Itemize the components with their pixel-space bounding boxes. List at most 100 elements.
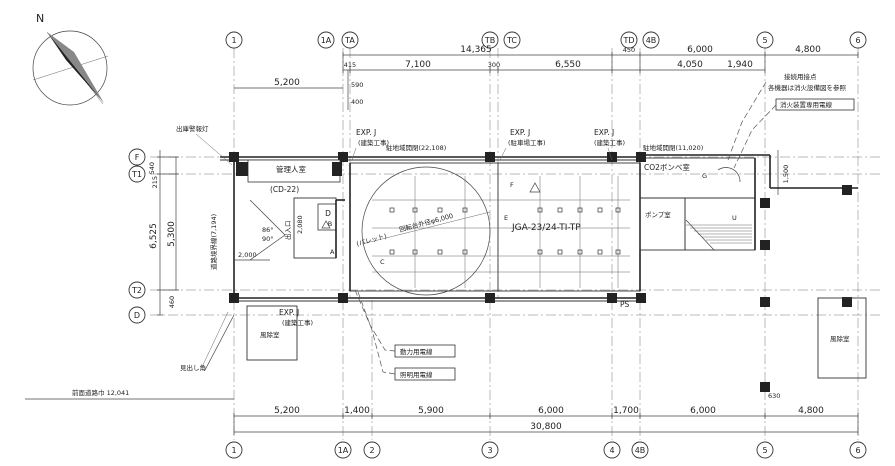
dim-540: 540 [148,162,156,174]
notes-top-right: 接続用接点 各機器は消火設備図を参照 消火装置専用電線 [727,72,855,169]
pallet-marker [577,207,583,213]
exp-j-3-sub: (建築工事) [594,138,625,147]
dim-1700: 1,700 [613,406,639,416]
mark-b: B [328,220,332,228]
pallet-marker [462,249,468,255]
dimensions-top: 14,365 415 7,100 300 6,550 450 6,000 4,8… [234,45,859,110]
mark-c: C [380,258,385,266]
grid-label: 3 [487,446,492,455]
grid-label: 1 [231,36,236,45]
turntable: 回転台外径φ6,000 (パレット) [355,166,491,296]
dim-1940: 1,940 [727,60,753,70]
dim-5300: 5,300 [167,221,177,247]
dim-5200-top: 5,200 [274,78,300,88]
front-road: 前面道路巾 12,041 見出し角 [25,311,235,400]
dim-6550: 6,550 [555,60,581,70]
exp-j-4: EXP. J [279,308,299,317]
grid-label: 4B [646,36,657,45]
angle-90: 90° [262,235,274,243]
grid-label: 6 [855,36,860,45]
mark-u: U [732,214,737,222]
ps-label: PS [620,300,630,309]
dim-6000-top: 6,000 [687,45,713,55]
pump-room-label: ポンプ室 [645,210,671,219]
dim-4050: 4,050 [677,60,703,70]
stair: U G [685,167,752,251]
light-panel-label: 照明用電線 [400,370,433,379]
dim-5200-bottom: 5,200 [274,406,300,416]
grid-bubbles-top: 1 1A TA TB TC TD 4B 5 6 [225,31,867,49]
exp-j-1: EXP. J [356,128,376,137]
north-label: N [36,12,44,25]
parking-floor-2: 駐地域開閉(11,020) [643,143,703,152]
dim-215: 215 [151,176,159,188]
grid-label: F [135,153,140,162]
grid-label: 1A [321,36,332,45]
note-2: 各機器は消火設備図を参照 [768,83,847,92]
pallet-marker [577,249,583,255]
dim-450: 450 [623,46,635,54]
north-arrow: N [32,12,109,106]
grid-label: 2 [369,446,374,455]
grid-label: TA [344,36,355,45]
dim-590: 590 [351,81,363,89]
dim-7100: 7,100 [405,60,431,70]
grid-label: TC [506,36,517,45]
dim-300: 300 [488,61,500,69]
pallet-marker [412,249,418,255]
grid-lines [150,48,880,440]
pallet-marker [462,207,468,213]
exp-j-2: EXP. J [510,128,530,137]
pallet-marker [412,207,418,213]
mark-a: A [330,248,335,256]
wind-room-right: 風除室 [817,297,867,379]
wind-room-left: 風除室 [246,305,298,361]
angle-86: 86° [262,226,274,234]
pallet-marker [557,207,563,213]
dim-4800-top: 4,800 [795,45,821,55]
pallet-grid [372,176,630,288]
grid-label: TB [484,36,495,45]
cd22-label: (CD-22) [270,185,299,194]
grid-label: 4 [609,446,614,455]
warning-light-label: 出庫警報灯 [176,124,209,133]
path-label: 出入口 [283,221,292,241]
grid-bubbles-bottom: 1 1A 2 3 4 4B 5 6 [225,441,867,459]
dim-overall-top: 14,365 [460,45,492,55]
columns [229,152,852,392]
wind-room-left-label: 風除室 [260,330,280,339]
wind-room-right-label: 風除室 [830,334,850,343]
fire-panel-label: 消火装置専用電線 [780,100,833,109]
turntable-pallet-label: (パレット) [355,232,387,248]
pallet-marker [615,207,621,213]
machine-model-label: JGA-23/24-TI-TP [511,223,581,233]
dim-2080: 2,080 [296,215,304,234]
ramp-angles: 86° 90° 2,000 道路境界線(7,194) [209,199,286,270]
manager-room: 管理人室 (CD-22) [236,159,342,194]
power-panel-label: 動力用電線 [400,347,433,356]
mark-e: E [504,214,508,222]
pallet-markers [389,207,621,255]
exit-label: 見出し角 [180,363,206,372]
front-road-label: 前面道路巾 12,041 [72,388,129,397]
dim-415: 415 [344,61,356,69]
pallet-marker [537,207,543,213]
dim-6000a-bottom: 6,000 [538,406,564,416]
grid-label: D [134,311,140,320]
dim-5900-bottom: 5,900 [418,406,444,416]
exp-joint-labels: EXP. J (建築工事) EXP. J (駐車場工事) EXP. J (建築工… [279,128,625,327]
dim-1500: 1,500 [782,165,790,184]
dim-6525: 6,525 [149,223,159,249]
parking-floor-1: 駐地域開閉(22,108) [386,143,446,152]
pallet-marker [615,249,621,255]
pallet-marker [597,249,603,255]
pallet-marker [389,249,395,255]
dim-400: 400 [351,98,363,106]
exp-j-2-sub: (駐車場工事) [508,138,546,147]
dim-2000: 2,000 [238,251,257,259]
dim-630: 630 [768,392,780,400]
grid-label: T1 [131,170,142,179]
grid-label: TD [622,36,634,45]
dim-6000b-bottom: 6,000 [690,406,716,416]
